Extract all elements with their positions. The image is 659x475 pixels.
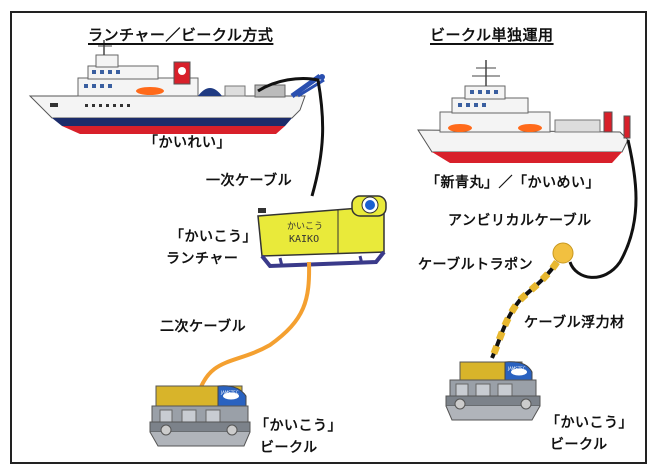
umbilical-cable-line	[568, 139, 638, 279]
vehicle-right	[445, 361, 541, 421]
label-cable-float: ケーブル浮力材	[524, 315, 625, 331]
label-launcher-name: 「かいこう」	[170, 229, 257, 245]
label-vehicle-left-name: 「かいこう」	[255, 418, 342, 434]
secondary-cable-line	[196, 261, 312, 396]
launcher-marking-roman: KAIKO	[289, 234, 319, 245]
cable-transponder-shape	[552, 242, 574, 264]
label-launcher-type: ランチャー	[166, 251, 239, 267]
primary-cable-line	[257, 77, 325, 197]
header-vehicle-standalone: ビークル単独運用	[430, 26, 554, 44]
label-umbilical-cable: アンビリカルケーブル	[448, 213, 592, 229]
label-primary-cable: 一次ケーブル	[206, 173, 293, 189]
label-cable-transponder: ケーブルトラポン	[418, 257, 534, 273]
ship-kairei	[28, 40, 306, 134]
label-ship-kairei: 「かいれい」	[144, 135, 231, 151]
vehicle-right-logo: JAMSTEC	[507, 366, 526, 371]
ship-shinsei-kaimei	[417, 60, 631, 163]
label-vehicle-right-name: 「かいこう」	[546, 415, 633, 431]
launcher-marking-kana: かいこう	[287, 221, 323, 232]
vehicle-left	[149, 385, 251, 447]
header-launcher-vehicle-system: ランチャー／ビークル方式	[88, 26, 274, 44]
label-vehicle-right-type: ビークル	[550, 437, 608, 453]
vehicle-left-logo: JAMSTEC	[220, 390, 239, 395]
label-secondary-cable: 二次ケーブル	[160, 319, 247, 335]
diagram-frame	[10, 11, 647, 464]
label-ship-shinsei-kaimei: 「新青丸」／「かいめい」	[426, 175, 600, 191]
float-cable-floats	[488, 260, 560, 360]
launcher-body	[257, 195, 387, 269]
label-vehicle-left-type: ビークル	[260, 440, 318, 456]
